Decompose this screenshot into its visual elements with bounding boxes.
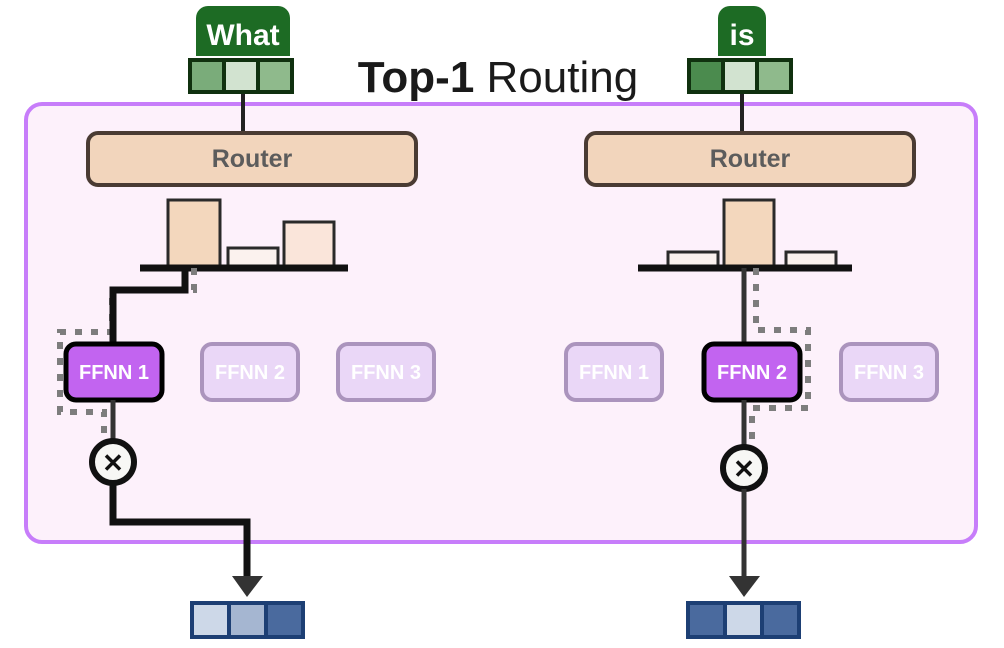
multiply-glyph-left: ✕ xyxy=(102,448,124,478)
router-box-right[interactable] xyxy=(584,131,916,187)
router-histogram-left xyxy=(140,198,348,272)
output-cell-1 xyxy=(686,601,727,639)
router-label-right: Router xyxy=(710,145,791,173)
output-cell-2 xyxy=(723,601,764,639)
output-wire-left xyxy=(109,483,251,578)
token-embedding-is xyxy=(687,58,793,94)
output-arrowhead-right xyxy=(729,576,760,597)
output-cell-3 xyxy=(760,601,801,639)
ffnn-2-right-label: FFNN 2 xyxy=(717,362,787,384)
ffnn-2-right[interactable] xyxy=(701,341,803,403)
expert-weight-bar-3 xyxy=(282,220,336,270)
output-embedding-right xyxy=(686,601,801,639)
ffnn-1-right[interactable] xyxy=(564,342,664,402)
hidden-state-wire-left xyxy=(109,268,189,344)
weight-dotted-path-right xyxy=(749,268,811,450)
ffnn-3-right-label: FFNN 3 xyxy=(854,362,924,384)
router-histogram-right xyxy=(638,198,852,272)
token-cell-2 xyxy=(222,58,260,94)
token-embedding-what xyxy=(188,58,294,94)
token-label-is: is xyxy=(729,19,754,52)
ffnn-2-left[interactable] xyxy=(200,342,300,402)
output-cell-1 xyxy=(190,601,231,639)
token-cell-2 xyxy=(721,58,759,94)
token-cell-3 xyxy=(755,58,793,94)
token-badge-what xyxy=(196,6,290,56)
page-title: Top-1 Routing xyxy=(358,53,638,102)
output-cell-2 xyxy=(227,601,268,639)
expert-weight-bar-2 xyxy=(722,198,776,270)
output-cell-3 xyxy=(264,601,305,639)
ffnn-1-left-label: FFNN 1 xyxy=(79,362,149,384)
router-label-left: Router xyxy=(212,145,293,173)
router-box-left[interactable] xyxy=(86,131,418,187)
output-embedding-left xyxy=(190,601,305,639)
token-cell-3 xyxy=(256,58,294,94)
token-label-what: What xyxy=(206,19,279,52)
token-cell-1 xyxy=(687,58,725,94)
token-badge-is xyxy=(718,6,766,56)
ffnn-1-right-label: FFNN 1 xyxy=(579,362,649,384)
title-light: Routing xyxy=(474,53,638,102)
ffnn-3-right[interactable] xyxy=(839,342,939,402)
title-strong: Top-1 xyxy=(358,53,475,102)
output-arrowhead-left xyxy=(232,576,263,597)
ffnn-3-left-label: FFNN 3 xyxy=(351,362,421,384)
ffnn-3-left[interactable] xyxy=(336,342,436,402)
token-cell-1 xyxy=(188,58,226,94)
multiply-glyph-right: ✕ xyxy=(733,454,755,484)
expert-weight-bar-1 xyxy=(166,198,222,270)
ffnn-2-left-label: FFNN 2 xyxy=(215,362,285,384)
